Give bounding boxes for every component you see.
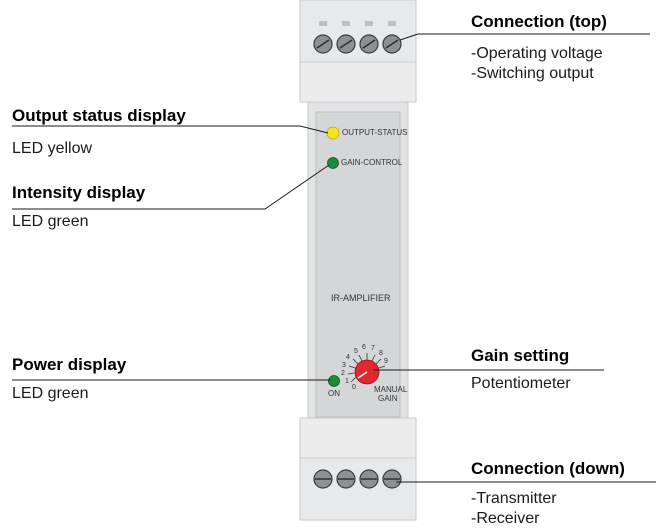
intensity-title: Intensity display [12, 183, 146, 202]
gain-control-device-label: GAIN-CONTROL [341, 158, 403, 167]
gain-setting-title: Gain setting [471, 346, 570, 365]
output-status-leader [12, 125, 329, 134]
top-terminal-block [299, 0, 417, 63]
callout-lines [12, 33, 656, 483]
screw-icon [313, 469, 333, 489]
on-label: ON [328, 389, 340, 398]
output-status-device-label: OUTPUT-STATUS [342, 128, 408, 137]
dial-scale-9: 9 [384, 358, 388, 365]
bottom-terminal-block [299, 457, 417, 521]
gain-control-led [327, 157, 339, 169]
output-status-led [326, 126, 340, 140]
manual-label: MANUAL [374, 385, 408, 394]
knob-indicator [357, 371, 368, 379]
screw-icon [313, 34, 333, 54]
connection-top-line-1: -Operating voltage [471, 45, 603, 62]
dial-scale-1: 1 [345, 378, 349, 385]
dial-scale-7: 7 [371, 345, 375, 352]
top-screw-terminals [313, 34, 402, 54]
dial-scale-4: 4 [346, 354, 350, 361]
connection-top-line-2: -Switching output [471, 65, 594, 82]
dial-scale-8: 8 [379, 350, 383, 357]
power-led [328, 375, 340, 387]
device-name-label: IR-AMPLIFIER [331, 293, 391, 303]
connection-down-line-2: -Receiver [471, 510, 540, 527]
connection-top-leader [399, 33, 650, 41]
intensity-leader [12, 164, 330, 210]
connection-down-line-1: -Transmitter [471, 490, 557, 507]
output-status-title: Output status display [12, 106, 186, 125]
screw-icon [336, 469, 356, 489]
power-title: Power display [12, 355, 127, 374]
output-status-line-1: LED yellow [12, 140, 93, 157]
dial-ticks [347, 353, 386, 383]
screw-icon [336, 34, 356, 54]
dial-scale-6: 6 [362, 344, 366, 351]
screw-icon [359, 34, 379, 54]
gain-dial [347, 353, 386, 385]
screw-icon [382, 34, 402, 54]
dial-scale-3: 3 [342, 362, 346, 369]
power-line-1: LED green [12, 385, 89, 402]
dial-scale-2: 2 [341, 370, 345, 377]
screw-icon [359, 469, 379, 489]
dial-scale-5: 5 [354, 348, 358, 355]
gain-setting-line-1: Potentiometer [471, 375, 571, 392]
connection-down-title: Connection (down) [471, 459, 625, 478]
screw-icon [382, 469, 402, 489]
device-housing [299, 61, 417, 459]
intensity-line-1: LED green [12, 213, 89, 230]
connection-top-title: Connection (top) [471, 12, 607, 31]
gain-label: GAIN [378, 394, 398, 403]
dial-scale-0: 0 [352, 384, 356, 391]
bottom-screw-terminals [313, 469, 402, 489]
